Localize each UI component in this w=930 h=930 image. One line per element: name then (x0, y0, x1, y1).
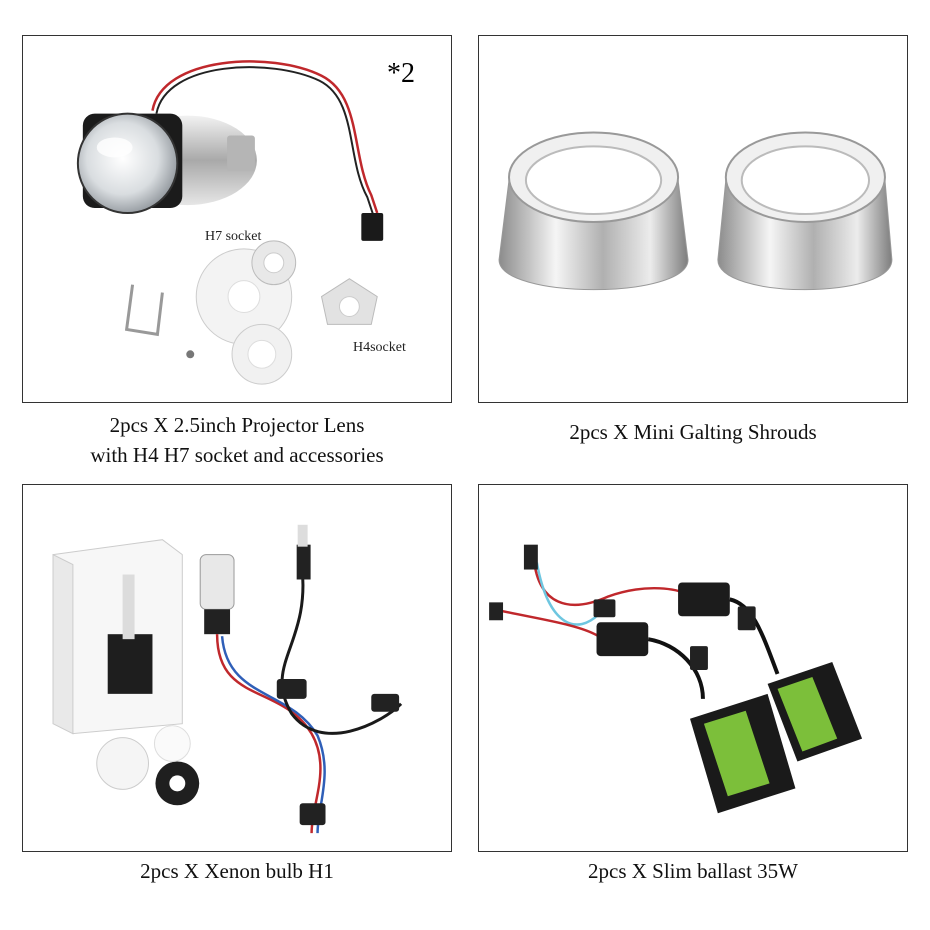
shroud-right (717, 131, 893, 291)
ballast-front (690, 693, 796, 814)
h4-socket-label: H4socket (353, 340, 406, 355)
h7-socket-label: H7 socket (205, 229, 262, 244)
shroud-left (498, 131, 689, 291)
caption-shrouds: 2pcs X Mini Galting Shrouds (478, 417, 908, 447)
caption-line: 2pcs X Xenon bulb H1 (140, 859, 334, 883)
quantity-mark: *2 (387, 58, 415, 89)
caption-line: 2pcs X 2.5inch Projector Lens (109, 413, 365, 437)
caption-line: 2pcs X Mini Galting Shrouds (569, 420, 817, 444)
caption-line: 2pcs X Slim ballast 35W (588, 859, 798, 883)
caption-projector-lens: 2pcs X 2.5inch Projector Lens with H4 H7… (22, 410, 452, 470)
slim-ballast-icon (489, 544, 863, 814)
panel-shrouds (478, 35, 908, 403)
caption-line: with H4 H7 socket and accessories (90, 443, 384, 467)
xenon-bulb-kit-icon (52, 524, 403, 834)
panel-projector-lens: *2 H7 socket H4socket (22, 35, 452, 403)
ballast-back (767, 662, 863, 762)
projector-lens-kit-icon (76, 60, 384, 385)
panel-xenon-bulb (22, 484, 452, 852)
chrome-shrouds-icon (498, 131, 893, 291)
caption-slim-ballast: 2pcs X Slim ballast 35W (478, 856, 908, 886)
caption-xenon-bulb: 2pcs X Xenon bulb H1 (22, 856, 452, 886)
panel-slim-ballast (478, 484, 908, 852)
